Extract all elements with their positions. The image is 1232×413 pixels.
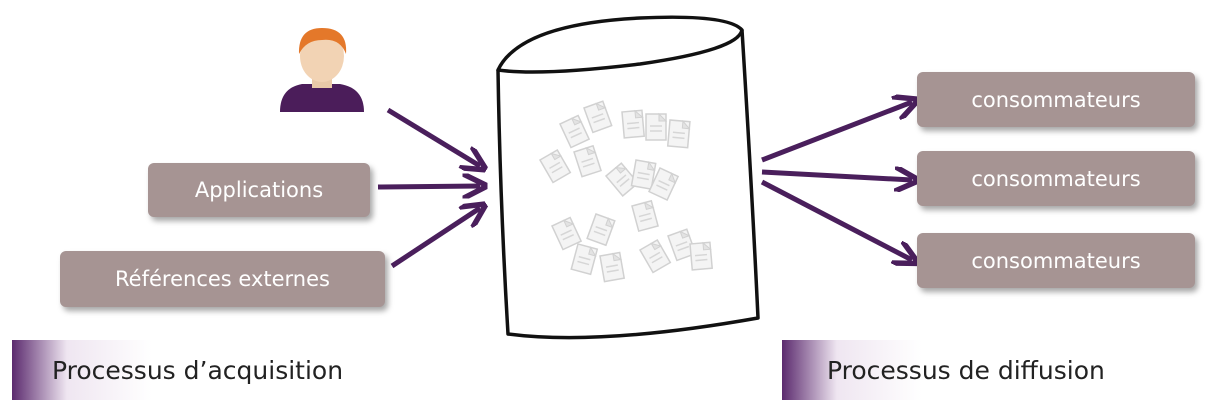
consumer-box-1: consommateurs (917, 72, 1195, 127)
arrow-applications-to-store (378, 186, 480, 187)
arrow-store-to-consumer-3 (762, 182, 912, 260)
document-icon (622, 110, 644, 138)
document-icon (600, 253, 624, 282)
acquisition-process-banner: Processus d’acquisition (12, 340, 477, 400)
diffusion-process-label: Processus de diffusion (827, 356, 1105, 385)
source-applications-box: Applications (148, 163, 370, 217)
arrow-store-to-consumer-1 (762, 102, 912, 160)
acquisition-process-label: Processus d’acquisition (52, 356, 343, 385)
document-icon (690, 242, 712, 270)
consumer-box-2: consommateurs (917, 151, 1195, 206)
document-icon (646, 114, 666, 140)
diffusion-process-banner: Processus de diffusion (782, 340, 1232, 400)
incoming-arrows (378, 110, 480, 266)
arrow-user-to-store (388, 110, 480, 166)
consumer-box-3: consommateurs (917, 233, 1195, 288)
user-icon (280, 28, 364, 112)
document-icon (668, 120, 690, 148)
source-references-box: Références externes (60, 251, 385, 307)
arrow-store-to-consumer-2 (762, 172, 912, 180)
arrow-references-to-store (392, 208, 480, 266)
outgoing-arrows (762, 102, 912, 260)
